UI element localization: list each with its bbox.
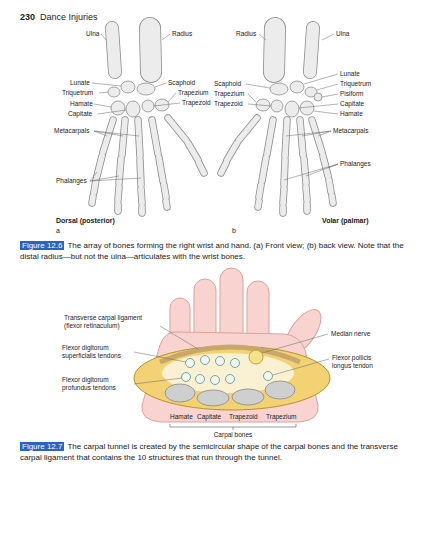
part-label: Scaphoid <box>214 80 241 88</box>
part-label: Radius <box>236 30 256 38</box>
part-label: Trapezoid <box>229 413 258 421</box>
bracket-label: Carpal bones <box>214 431 253 439</box>
part-label: Hamate <box>70 100 93 108</box>
part-label: Flexor pollicis longus tendon <box>332 354 390 370</box>
running-head: Dance Injuries <box>40 12 98 23</box>
figure-caption: The array of bones forming the right wri… <box>20 241 404 261</box>
part-label: Metacarpals <box>333 127 368 135</box>
part-label: Hamate <box>340 110 363 118</box>
figure-number: Figure 12.7 <box>20 442 64 451</box>
part-label: Trapezoid <box>214 100 243 108</box>
part-label: Capitate <box>197 413 221 421</box>
part-label: Pisiform <box>340 90 363 98</box>
part-label: Scaphoid <box>168 79 195 87</box>
part-label: Radius <box>172 30 192 38</box>
caption-block: Figure 12.7The carpal tunnel is created … <box>20 442 405 463</box>
caption-block: Figure 12.6The array of bones forming th… <box>20 241 405 262</box>
part-label: Trapezoid <box>182 99 211 107</box>
part-label: Transverse carpal ligament (flexor retin… <box>64 314 158 330</box>
part-label: Phalanges <box>56 177 87 185</box>
part-label: Lunate <box>70 79 90 87</box>
part-label: Ulna <box>86 30 99 38</box>
part-label: Metacarpals <box>54 127 89 135</box>
part-label: Trapezium <box>266 413 296 421</box>
view-label: Dorsal (posterior) <box>56 217 115 226</box>
page-number: 230 <box>20 12 35 23</box>
part-label: Capitate <box>340 100 364 108</box>
part-label: Median nerve <box>331 330 370 338</box>
part-label: Flexor digitorum profundus tendons <box>62 376 132 392</box>
part-label: Capitate <box>68 110 92 118</box>
view-label: Volar (palmar) <box>322 217 369 226</box>
part-label: Triquetrum <box>340 80 371 88</box>
part-label: Triquetrum <box>62 89 93 97</box>
figure-number: Figure 12.6 <box>20 241 64 250</box>
part-label: Hamate <box>170 413 193 421</box>
panel-letter: a <box>56 227 60 236</box>
part-label: Trapezium <box>178 89 208 97</box>
part-label: Ulna <box>336 30 349 38</box>
part-label: Flexor digitorum superficialis tendons <box>62 344 132 360</box>
part-label: Lunate <box>340 70 360 78</box>
figure-caption: The carpal tunnel is created by the semi… <box>20 442 398 462</box>
panel-letter: b <box>232 227 236 236</box>
part-label: Phalanges <box>340 160 371 168</box>
part-label: Trapezium <box>214 90 244 98</box>
